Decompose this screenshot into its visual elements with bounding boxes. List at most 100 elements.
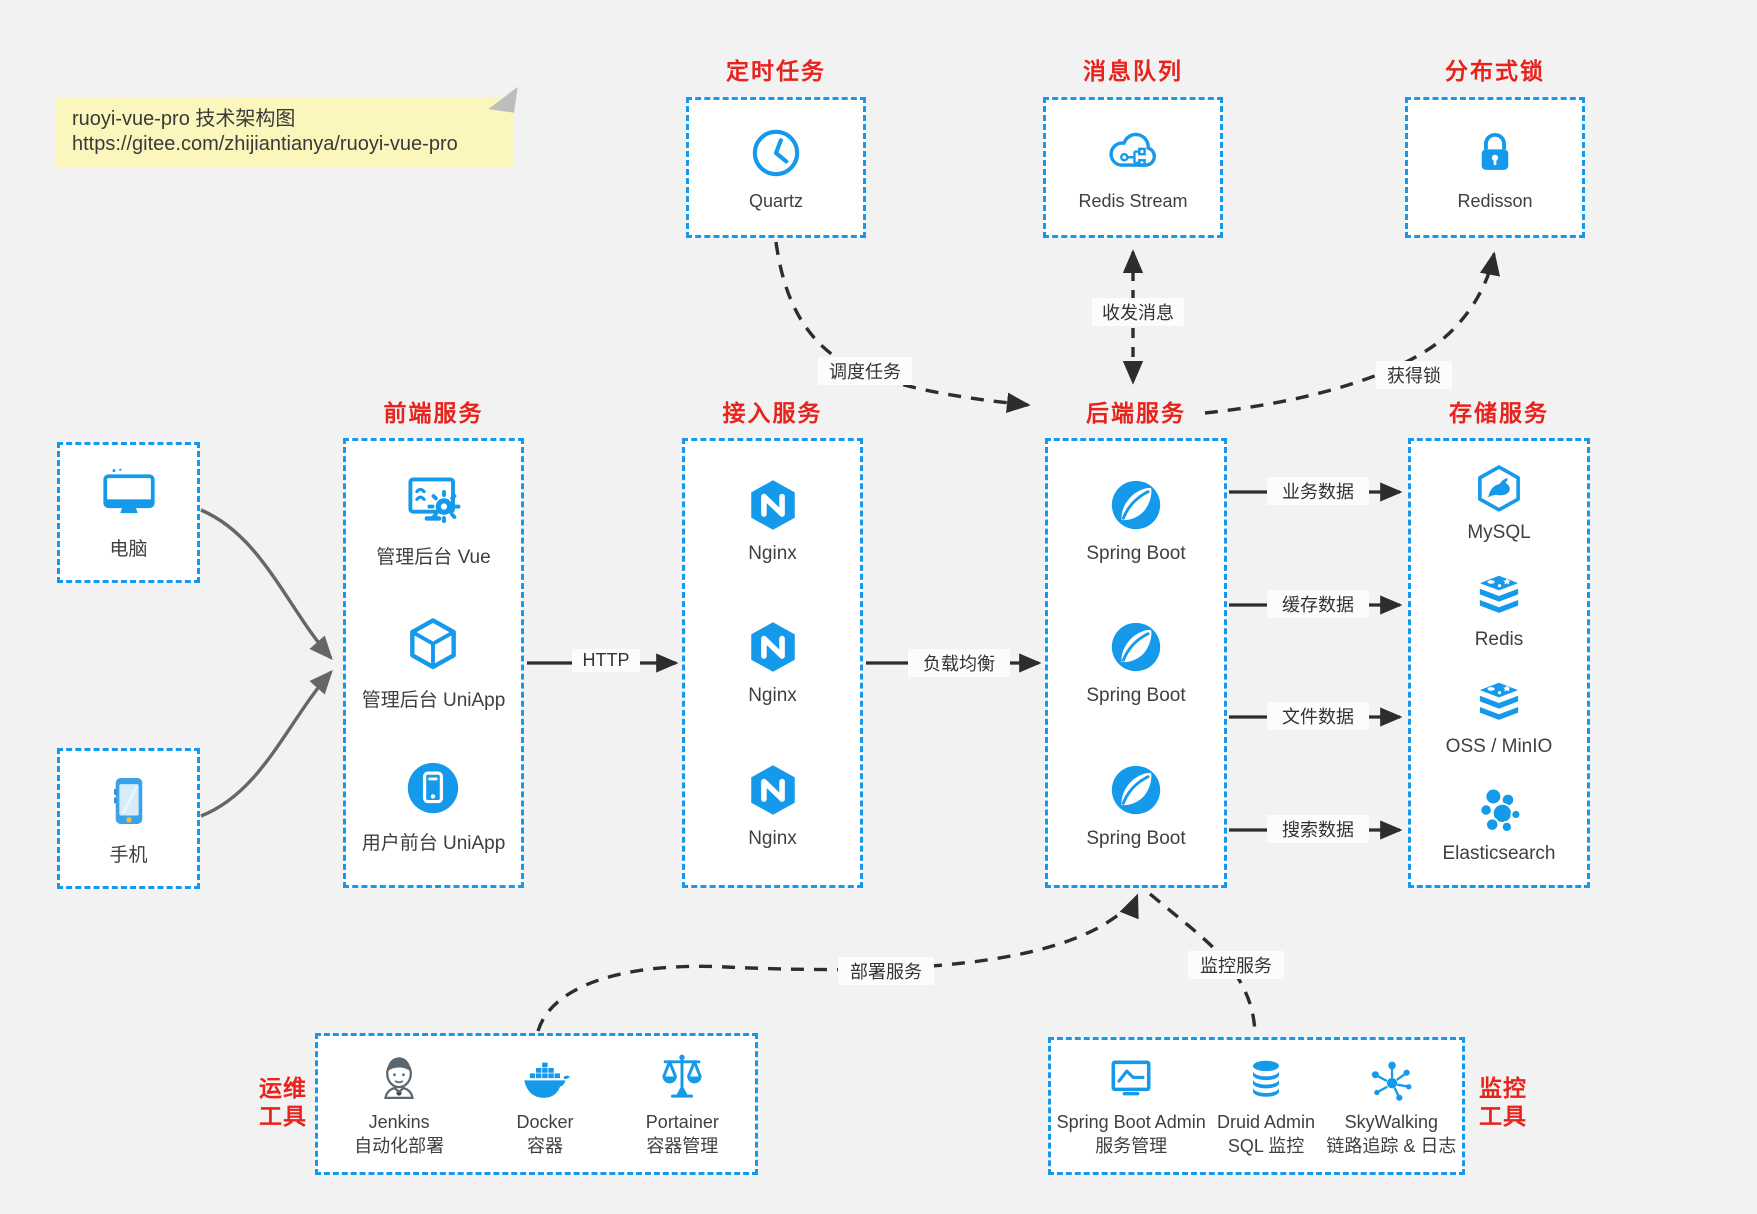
node-spring-boot-3: Spring Boot — [1086, 761, 1186, 850]
edge-label-http: HTTP — [572, 649, 640, 672]
node-docker: Docker 容器 — [516, 1050, 573, 1158]
mq-cloud-icon — [1104, 124, 1162, 182]
edge-label-search-data: 搜索数据 — [1267, 815, 1369, 843]
node-sublabel-druid: SQL 监控 — [1227, 1135, 1305, 1156]
node-redisson: Redisson — [1457, 124, 1533, 212]
backend-services-box: Spring Boot Spring Boot Spring Boot — [1045, 438, 1227, 888]
node-nginx-1: Nginx — [744, 476, 802, 565]
note-title: ruoyi-vue-pro 技术架构图 — [72, 108, 296, 130]
admin-vue-icon — [402, 471, 464, 533]
docker-icon — [518, 1050, 572, 1104]
title-scheduled-tasks: 定时任务 — [726, 58, 826, 84]
nginx-icon — [744, 476, 802, 534]
node-label-nginx-1: Nginx — [748, 542, 797, 564]
monitoring-tools-box: Spring Boot Admin 服务管理 Druid Admin SQL 监… — [1048, 1037, 1465, 1175]
redisson-box: Redisson — [1405, 97, 1585, 238]
edge-lock — [1204, 251, 1501, 415]
node-sublabel-docker: 容器 — [526, 1136, 563, 1156]
title-access-services: 接入服务 — [722, 400, 823, 426]
node-label-redisson: Redisson — [1457, 190, 1533, 211]
computer-icon — [97, 465, 161, 525]
note-fold-corner — [488, 83, 518, 113]
node-label-druid: Druid Admin — [1217, 1111, 1316, 1132]
redis-stream-box: Redis Stream — [1043, 97, 1223, 238]
node-elasticsearch: Elasticsearch — [1443, 783, 1556, 865]
computer-box: 电脑 — [57, 442, 200, 583]
node-mysql: MySQL — [1467, 462, 1531, 544]
title-backend-services: 后端服务 — [1086, 400, 1186, 426]
node-spring-boot-1: Spring Boot — [1086, 476, 1186, 565]
node-label-user-uniapp: 用户前台 UniApp — [361, 832, 506, 854]
node-sublabel-jenkins: 自动化部署 — [354, 1136, 445, 1156]
phone-box: 手机 — [57, 748, 200, 889]
title-monitoring-tools: 监控 工具 — [1470, 1074, 1536, 1130]
monitoring-title-line1: 监控 — [1479, 1075, 1527, 1101]
node-label-mysql: MySQL — [1467, 521, 1531, 543]
edge-label-monitor: 监控服务 — [1188, 951, 1284, 979]
node-jenkins: Jenkins 自动化部署 — [354, 1050, 444, 1158]
oss-minio-icon — [1472, 676, 1526, 730]
sticky-note: ruoyi-vue-pro 技术架构图 https://gitee.com/zh… — [56, 83, 518, 167]
title-message-queue: 消息队列 — [1083, 58, 1183, 84]
jenkins-icon — [372, 1050, 426, 1104]
node-oss-minio: OSS / MinIO — [1445, 676, 1553, 758]
spring-boot-admin-icon — [1106, 1055, 1156, 1105]
node-sublabel-skywalking: 链路追踪 & 日志 — [1326, 1135, 1457, 1156]
node-admin-vue: 管理后台 Vue — [376, 471, 491, 569]
nginx-icon — [744, 618, 802, 676]
ops-tools-box: Jenkins 自动化部署 Docker 容器 Portainer 容器管理 — [315, 1033, 758, 1175]
ops-title-line2: 工具 — [259, 1103, 307, 1129]
node-label-docker: Docker — [516, 1112, 574, 1132]
uniapp-cube-icon — [402, 614, 464, 676]
node-portainer: Portainer 容器管理 — [646, 1050, 719, 1158]
spring-boot-icon — [1107, 476, 1165, 534]
frontend-services-box: 管理后台 Vue 管理后台 UniApp 用户前台 UniApp — [343, 438, 524, 888]
node-spring-boot-admin: Spring Boot Admin 服务管理 — [1057, 1055, 1206, 1158]
edge-label-business-data: 业务数据 — [1267, 477, 1369, 505]
elasticsearch-icon — [1472, 783, 1526, 837]
node-label-admin-vue: 管理后台 Vue — [376, 547, 491, 569]
edge-label-load-balance: 负载均衡 — [908, 649, 1010, 677]
node-druid: Druid Admin SQL 监控 — [1217, 1055, 1315, 1158]
node-quartz: Quartz — [747, 124, 805, 212]
edge-label-deploy: 部署服务 — [838, 957, 934, 985]
title-ops-tools: 运维 工具 — [250, 1074, 316, 1130]
node-spring-boot-2: Spring Boot — [1086, 618, 1186, 707]
node-computer: 电脑 — [97, 465, 161, 561]
node-label-oss-minio: OSS / MinIO — [1445, 735, 1553, 757]
title-frontend-services: 前端服务 — [383, 400, 484, 426]
node-skywalking: SkyWalking 链路追踪 & 日志 — [1326, 1055, 1456, 1158]
edge-phone-frontend — [200, 669, 333, 818]
node-phone: 手机 — [100, 771, 158, 867]
user-app-icon — [402, 757, 464, 819]
storage-services-box: MySQL Redis OSS / MinIO Elasticsearch — [1408, 438, 1590, 888]
edge-label-schedule: 调度任务 — [818, 357, 912, 385]
node-label-quartz: Quartz — [748, 190, 804, 211]
ops-title-line1: 运维 — [259, 1075, 307, 1101]
skywalking-icon — [1366, 1055, 1416, 1105]
node-user-uniapp: 用户前台 UniApp — [361, 757, 506, 855]
node-redis-stream: Redis Stream — [1078, 124, 1188, 212]
phone-icon — [100, 771, 158, 831]
mysql-icon — [1472, 462, 1526, 516]
node-label-spring-1: Spring Boot — [1086, 542, 1186, 564]
node-label-nginx-3: Nginx — [748, 828, 797, 850]
title-storage-services: 存储服务 — [1449, 400, 1549, 426]
note-url: https://gitee.com/zhijiantianya/ruoyi-vu… — [72, 133, 458, 155]
quartz-box: Quartz — [686, 97, 866, 238]
node-label-computer: 电脑 — [109, 538, 148, 560]
redis-icon — [1472, 569, 1526, 623]
node-label-portainer: Portainer — [645, 1112, 719, 1132]
access-services-box: Nginx Nginx Nginx — [682, 438, 863, 888]
node-label-spring-2: Spring Boot — [1086, 685, 1186, 707]
node-label-spring-3: Spring Boot — [1086, 828, 1186, 850]
edge-computer-frontend — [200, 508, 333, 661]
node-label-skywalking: SkyWalking — [1344, 1111, 1439, 1132]
node-label-phone: 手机 — [109, 844, 148, 866]
node-nginx-3: Nginx — [744, 761, 802, 850]
node-label-admin-uniapp: 管理后台 UniApp — [361, 689, 506, 711]
node-label-redis-stream: Redis Stream — [1078, 190, 1188, 211]
title-distributed-lock: 分布式锁 — [1445, 58, 1545, 84]
node-sublabel-sba: 服务管理 — [1095, 1135, 1168, 1156]
